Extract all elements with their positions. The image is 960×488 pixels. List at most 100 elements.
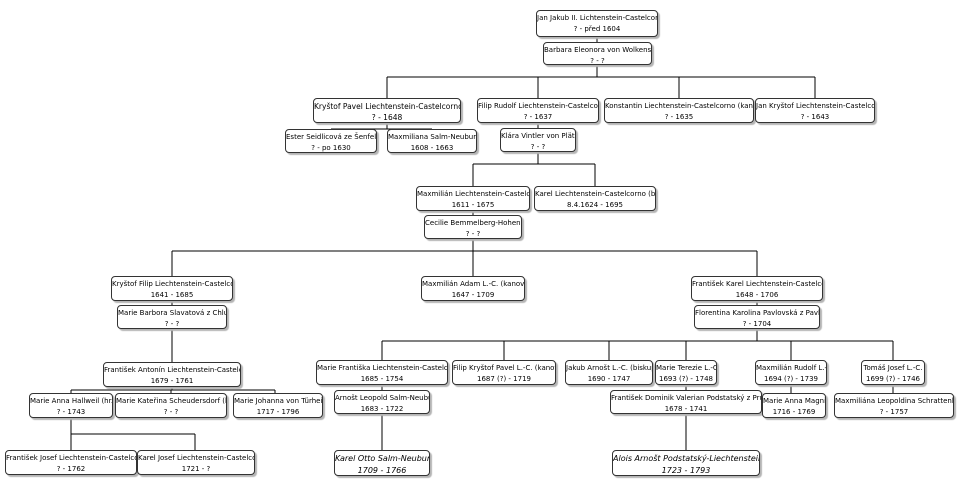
person-name: Maxmilián Liechtenstein-Castelcorno: [417, 190, 530, 198]
person-dates: ? - 1762: [56, 465, 86, 473]
person-filip-rudolf: Filip Rudolf Liechtenstein-Castelcorno ? …: [477, 98, 599, 123]
person-dates: ? - ?: [590, 57, 605, 65]
person-name: Jakub Arnošt L.-C. (biskup): [566, 364, 653, 372]
person-dates: 1699 (?) - 1746: [865, 375, 920, 383]
person-dates: 1717 - 1796: [256, 408, 300, 416]
person-dates: ? - 1648: [371, 113, 403, 122]
person-name: Konstantin Liechtenstein-Castelcorno (ka…: [605, 102, 753, 110]
person-name: Tomáš Josef L.-C.: [863, 364, 923, 372]
person-marie-johanna: Marie Johanna von Türheim 1717 - 1796: [233, 393, 323, 418]
person-dates: ? - po 1630: [311, 144, 351, 152]
person-dates: 1709 - 1766: [357, 466, 407, 475]
person-name: Filip Kryštof Pavel L.-C. (kanovník): [453, 364, 555, 372]
person-dates: ? - 1704: [742, 320, 772, 328]
person-dates: ? - ?: [163, 408, 179, 416]
person-name: Marie Anna Magni: [763, 397, 826, 405]
person-name: Karel Josef Liechtenstein-Castelcorno: [138, 454, 255, 462]
person-marie-frantiska: Marie Františka Liechtenstein-Castelcorn…: [316, 360, 448, 385]
person-dates: 1678 - 1741: [664, 405, 708, 413]
person-dates: 1647 - 1709: [451, 291, 495, 299]
person-dates: ? - 1743: [56, 408, 86, 416]
person-name: Maxmilián Adam L.-C. (kanovník): [422, 280, 525, 288]
person-name: Karel Liechtenstein-Castelcorno (biskup): [535, 190, 656, 198]
person-frantisek-dominik: František Dominik Valerian Podstatský z …: [610, 390, 762, 414]
person-name: František Dominik Valerian Podstatský z …: [611, 394, 761, 402]
person-konstantin: Konstantin Liechtenstein-Castelcorno (ka…: [604, 98, 754, 123]
person-frantisek-karel: František Karel Liechtenstein-Castelcorn…: [691, 276, 823, 301]
person-dates: 1694 (?) - 1739: [763, 375, 818, 383]
person-name: František Karel Liechtenstein-Castelcorn…: [692, 280, 823, 288]
person-name: Marie Františka Liechtenstein-Castelcorn…: [317, 364, 448, 372]
person-maxmilian-adam: Maxmilián Adam L.-C. (kanovník) 1647 - 17…: [421, 276, 525, 301]
person-dates: 8.4.1624 - 1695: [567, 201, 623, 209]
person-dates: 1683 - 1722: [360, 405, 404, 413]
person-frantisek-josef: František Josef Liechtenstein-Castelcorn…: [5, 450, 137, 475]
person-marie-terezie: Marie Terezie L.-C. 1693 (?) - 1748: [655, 360, 717, 385]
person-name: Kryštof Pavel Liechtenstein-Castelcorno: [314, 102, 461, 111]
person-cecilie: Cecilie Bemmelberg-Hohenberg ? - ?: [424, 215, 522, 239]
person-dates: ? - 1643: [800, 113, 830, 121]
person-name: Jan Kryštof Liechtenstein-Castelcorno (b…: [756, 102, 874, 110]
person-dates: 1693 (?) - 1748: [658, 375, 713, 383]
person-name: Arnošt Leopold Salm-Neuburg: [335, 394, 430, 402]
person-name: František Josef Liechtenstein-Castelcorn…: [6, 454, 137, 462]
person-frantisek-antonin: František Antonín Liechtenstein-Castelco…: [103, 362, 241, 387]
person-name: Cecilie Bemmelberg-Hohenberg: [425, 219, 521, 227]
person-name: Filip Rudolf Liechtenstein-Castelcorno: [478, 102, 599, 110]
person-maxmiliana: Maxmiliana Salm-Neuburg 1608 - 1663: [387, 129, 477, 153]
person-jan-krystof: Jan Kryštof Liechtenstein-Castelcorno (b…: [755, 98, 875, 123]
person-marie-anna-magni: Marie Anna Magni 1716 - 1769: [762, 393, 826, 418]
person-dates: ? - před 1604: [573, 25, 621, 33]
person-maxmilian-rudolf: Maxmilián Rudolf L.-C. 1694 (?) - 1739: [755, 360, 827, 385]
person-florentina: Florentina Karolina Pavlovská z Pavlovic…: [694, 305, 820, 329]
person-karel-josef: Karel Josef Liechtenstein-Castelcorno 172…: [137, 450, 255, 475]
person-name: Marie Terezie L.-C.: [656, 364, 717, 372]
person-name: Maxmiliána Leopoldina Schrattenbach: [835, 397, 953, 405]
person-arnost-leopold: Arnošt Leopold Salm-Neuburg 1683 - 1722: [334, 390, 430, 414]
person-dates: 1608 - 1663: [410, 144, 454, 152]
person-maxmiliana-leopoldina: Maxmiliána Leopoldina Schrattenbach ? - 1…: [834, 393, 954, 418]
person-karel-otto: Karel Otto Salm-Neuburg 1709 - 1766: [334, 450, 430, 476]
person-dates: 1716 - 1769: [772, 408, 816, 416]
person-name: Florentina Karolina Pavlovská z Pavlovic: [695, 309, 820, 317]
person-name: Marie Anna Hallweil (hr.): [30, 397, 113, 405]
person-dates: 1641 - 1685: [150, 291, 194, 299]
person-dates: 1690 - 1747: [587, 375, 631, 383]
person-krystof-pavel: Kryštof Pavel Liechtenstein-Castelcorno?…: [313, 98, 461, 123]
person-dates: ? - 1637: [523, 113, 553, 121]
person-name: Maxmiliana Salm-Neuburg: [388, 133, 477, 141]
person-dates: 1648 - 1706: [735, 291, 779, 299]
person-name: Jan Jakub II. Lichtenstein-Castelcorno: [537, 14, 658, 22]
person-dates: ? - ?: [465, 230, 481, 238]
person-dates: 1611 - 1675: [451, 201, 495, 209]
person-name: František Antonín Liechtenstein-Castelco…: [104, 366, 240, 374]
person-dates: 1685 - 1754: [360, 375, 404, 383]
person-name: Marie Johanna von Türheim: [234, 397, 323, 405]
person-dates: ? - 1635: [664, 113, 694, 121]
person-barbara: Barbara Eleonora von Wolkenstein ? - ?: [543, 42, 652, 65]
person-filip-krystof: Filip Kryštof Pavel L.-C. (kanovník)1687…: [452, 360, 556, 385]
person-dates: 1679 - 1761: [150, 377, 194, 385]
person-name: Kryštof Filip Liechtenstein-Castelcorno: [112, 280, 233, 288]
person-karel-biskup: Karel Liechtenstein-Castelcorno (biskup)…: [534, 186, 656, 211]
person-name: Barbara Eleonora von Wolkenstein: [544, 46, 652, 54]
person-name: Karel Otto Salm-Neuburg: [335, 454, 430, 463]
person-jan-jakub: Jan Jakub II. Lichtenstein-Castelcorno ? …: [536, 10, 658, 37]
person-name: Klára Vintler von Plätsch: [501, 132, 575, 140]
person-dates: ? - ?: [530, 143, 546, 151]
person-name: Marie Kateřina Scheudersdorf (hr.): [116, 397, 227, 405]
person-jakub-arnost: Jakub Arnošt L.-C. (biskup) 1690 - 1747: [565, 360, 653, 385]
person-maxmilian: Maxmilián Liechtenstein-Castelcorno 1611 …: [416, 186, 530, 211]
person-name: Maxmilián Rudolf L.-C.: [756, 364, 827, 372]
person-dates: 1723 - 1793: [661, 466, 711, 475]
person-dates: ? - 1757: [879, 408, 909, 416]
person-name: Marie Barbora Slavatová z Chlumu: [118, 309, 226, 317]
person-marie-katerina: Marie Kateřina Scheudersdorf (hr.) ? - ?: [115, 393, 227, 418]
person-dates: 1721 - ?: [181, 465, 211, 473]
person-dates: ? - ?: [164, 320, 180, 328]
person-ester: Ester Seidlicová ze Šenfeldu? - po 1630: [285, 129, 377, 153]
person-krystof-filip: Kryštof Filip Liechtenstein-Castelcorno 1…: [111, 276, 233, 301]
